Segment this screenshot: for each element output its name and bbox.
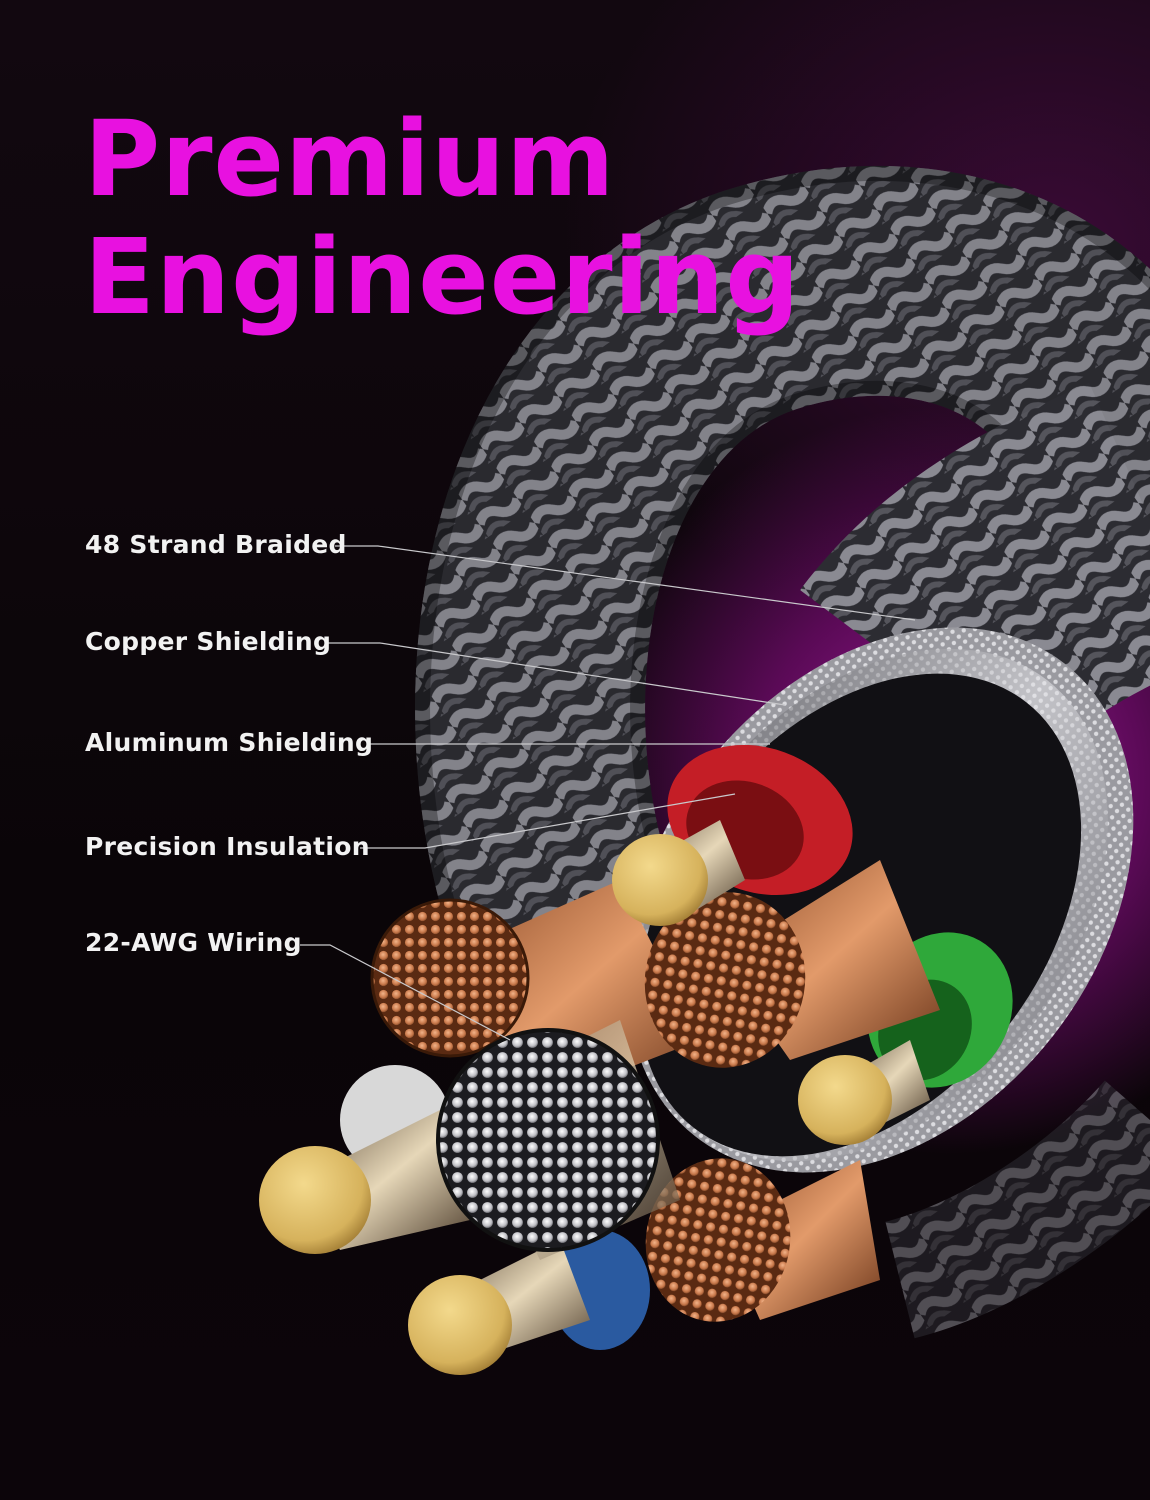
gold-conductor-tip bbox=[798, 1055, 892, 1145]
gold-conductor-tip bbox=[408, 1275, 512, 1375]
leader-line-insulation bbox=[360, 793, 736, 849]
copper-strand-end bbox=[645, 1158, 791, 1322]
callout-aluminum-shielding: Aluminum Shielding bbox=[85, 728, 374, 757]
leader-line-braided bbox=[335, 545, 916, 621]
headline-line-2: Engineering bbox=[84, 216, 801, 338]
copper-strand-end bbox=[372, 900, 528, 1056]
callout-precision-insulation: Precision Insulation bbox=[85, 832, 370, 861]
leader-line-copper bbox=[328, 642, 786, 706]
headline: Premium Engineering bbox=[84, 100, 801, 336]
gold-conductor-tip bbox=[259, 1146, 371, 1254]
leader-lines bbox=[300, 545, 916, 1041]
tinned-strand-end bbox=[438, 1030, 658, 1250]
callout-copper-shielding: Copper Shielding bbox=[85, 627, 332, 656]
copper-strand-end bbox=[644, 892, 806, 1068]
callout-braided: 48 Strand Braided bbox=[85, 530, 347, 559]
leader-line-wiring bbox=[300, 944, 511, 1041]
headline-line-1: Premium bbox=[84, 98, 616, 220]
callout-awg-wiring: 22-AWG Wiring bbox=[85, 928, 302, 957]
gold-conductor-tip bbox=[612, 834, 708, 926]
